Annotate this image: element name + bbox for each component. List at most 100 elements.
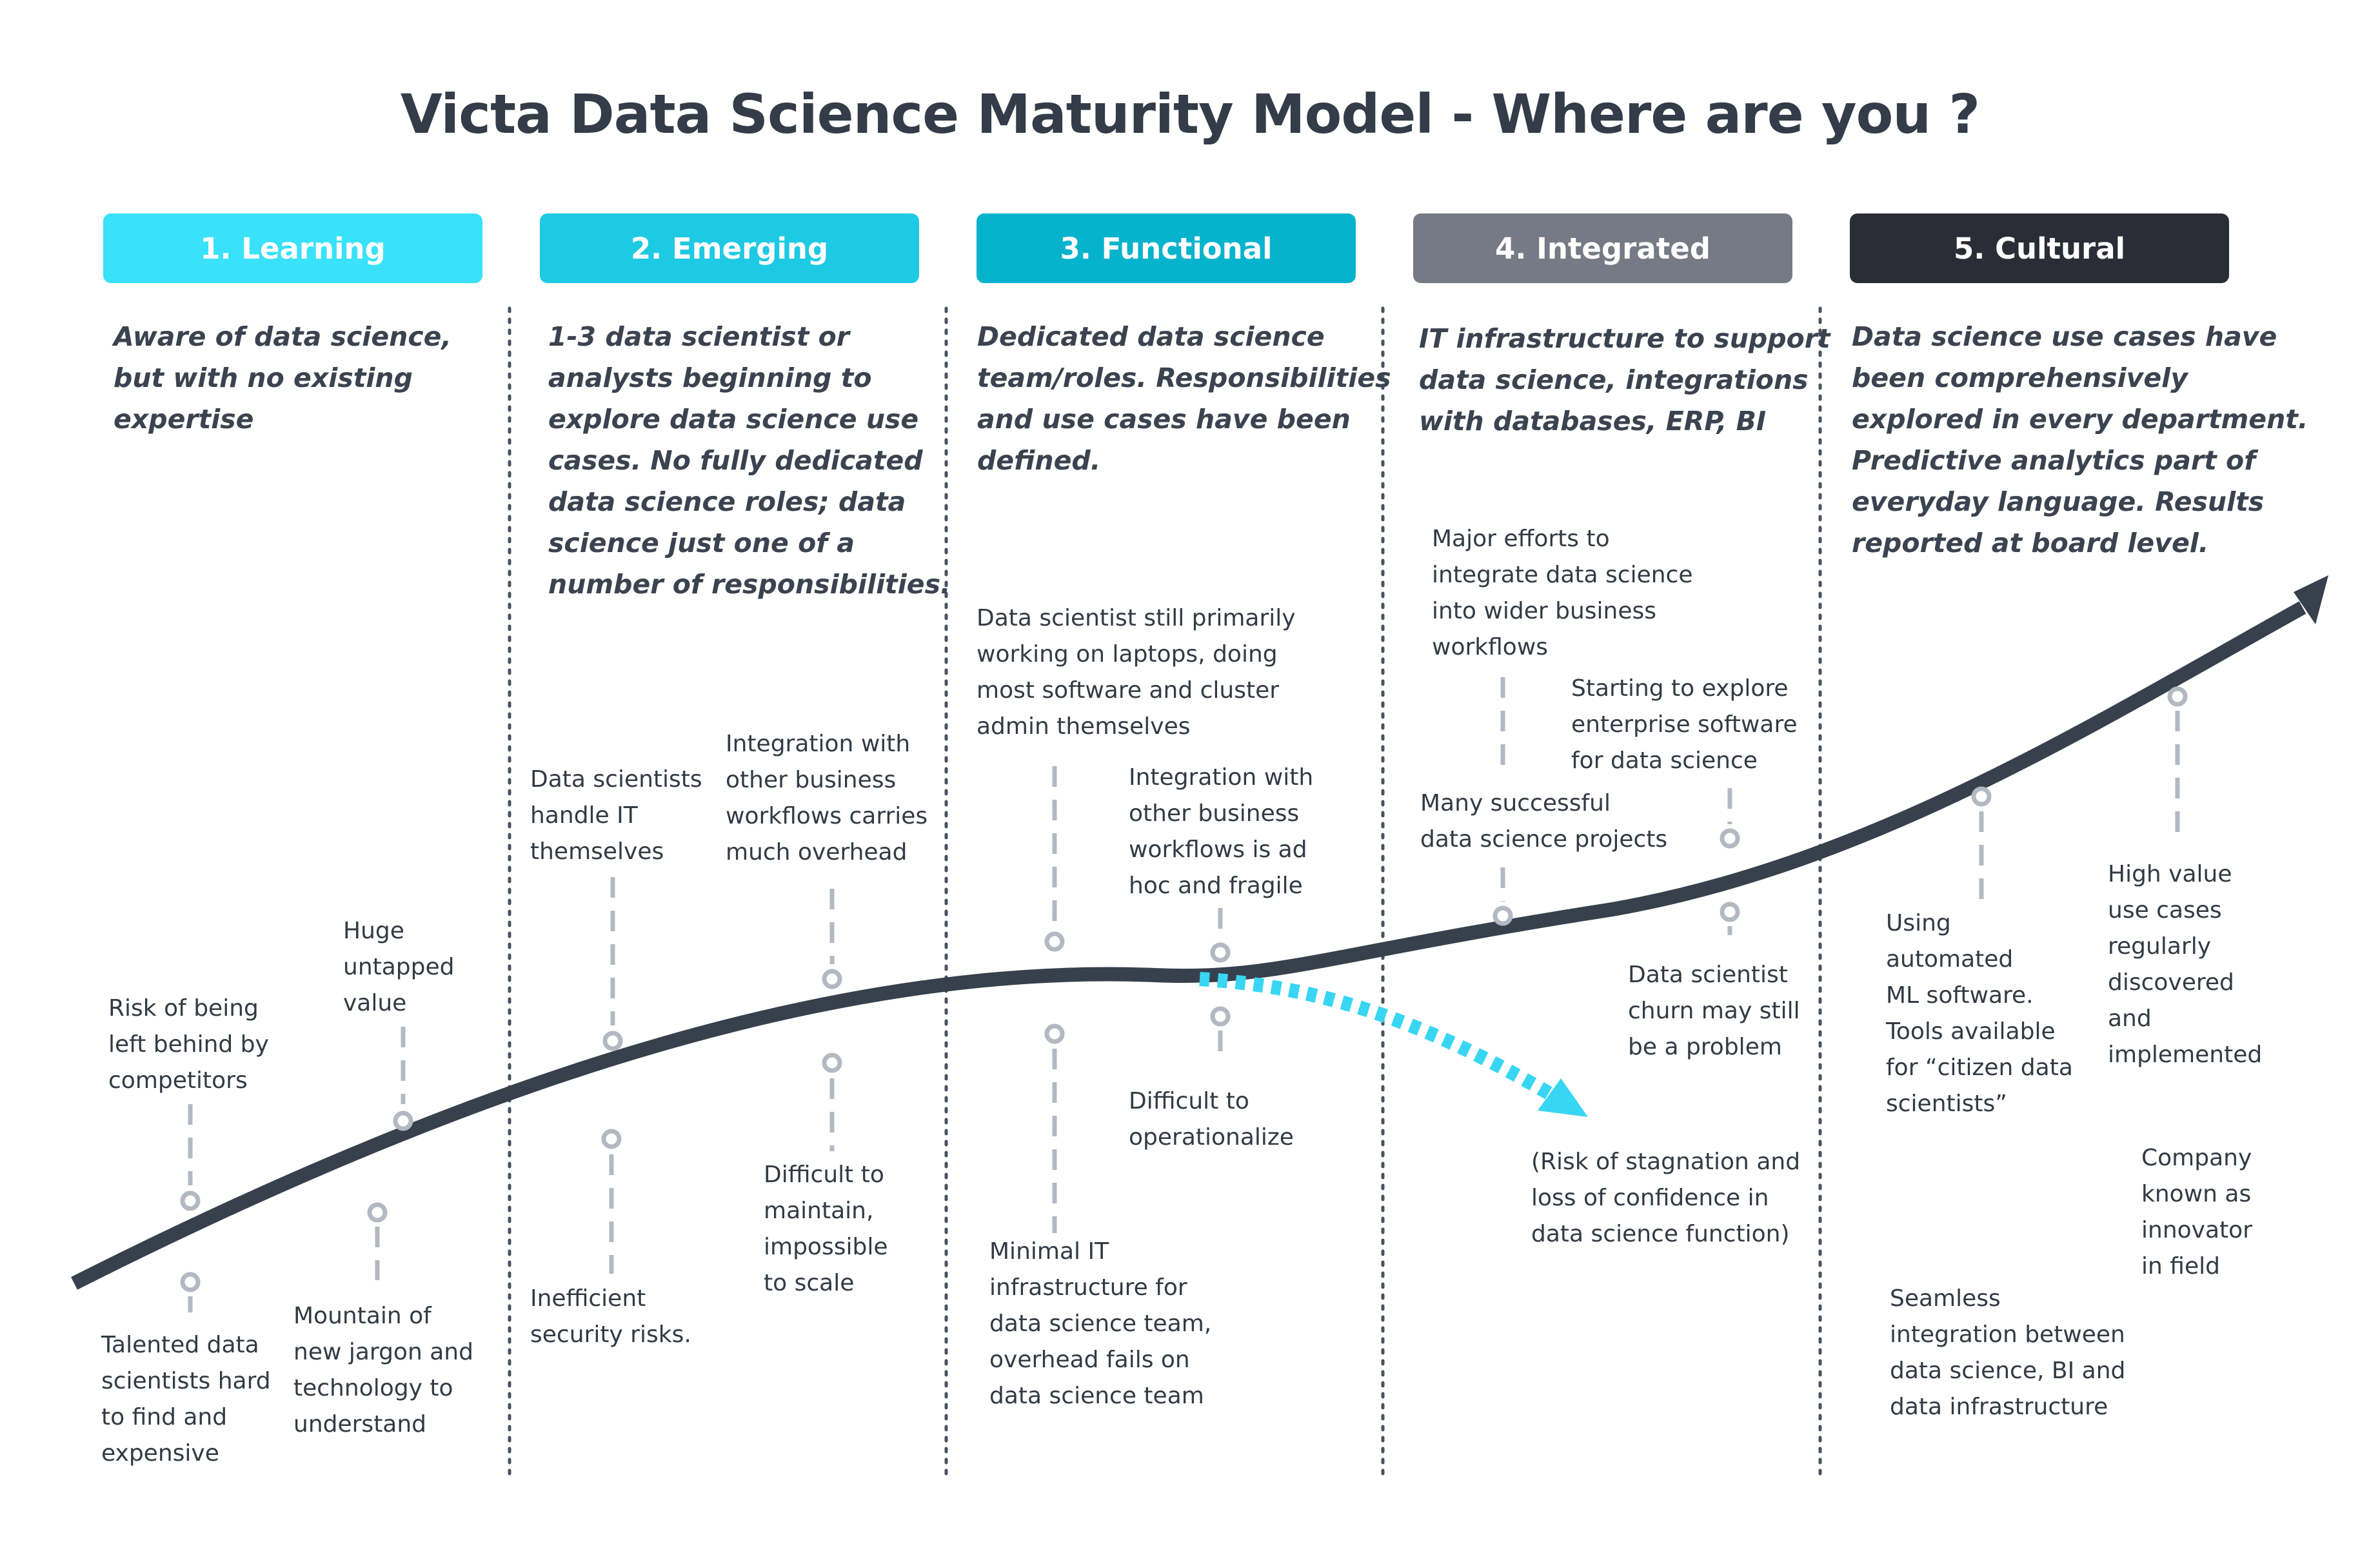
connector-5	[602, 877, 623, 1051]
note-line: data science function)	[1531, 1221, 1790, 1247]
note-line: High value	[2108, 861, 2232, 887]
connector-1	[180, 1104, 201, 1211]
description-line: explored in every department.	[1852, 404, 2308, 435]
note-line: Difficult to	[1129, 1088, 1249, 1114]
note-line: hoc and fragile	[1129, 873, 1303, 899]
stage-emerging-button[interactable]: 2. Emerging	[540, 213, 919, 283]
stage-functional-button[interactable]: 3. Functional	[977, 213, 1356, 283]
note-line: security risks.	[530, 1321, 691, 1348]
connector-7	[601, 1129, 622, 1274]
note-line: churn may still	[1628, 998, 1800, 1024]
maturity-curve	[71, 601, 2306, 1290]
note-line: much overhead	[726, 839, 907, 865]
description-line: everyday language. Results	[1852, 486, 2265, 517]
note-line: data science team,	[989, 1310, 1212, 1337]
note-line: loss of confidence in	[1531, 1185, 1769, 1211]
note-line: for “citizen data	[1886, 1054, 2073, 1081]
note-line: use cases	[2108, 897, 2222, 924]
note-line: Minimal IT	[989, 1238, 1109, 1265]
description-line: IT infrastructure to support	[1419, 323, 1830, 354]
note-line: admin themselves	[977, 713, 1191, 740]
note-laptops: Data scientist still primarily working o…	[977, 600, 1296, 745]
note-line: integrate data science	[1432, 562, 1693, 588]
note-line: Data scientist	[1628, 962, 1788, 988]
note-line: Integration with	[726, 731, 911, 757]
column-dividers	[508, 306, 1822, 1476]
note-line: enterprise software	[1571, 711, 1798, 738]
note-line: and	[2108, 1005, 2152, 1032]
note-line: workflows carries	[726, 803, 928, 829]
stage-cultural-button[interactable]: 5. Cultural	[1850, 213, 2229, 283]
description-line: expertise	[114, 404, 254, 435]
connector-14	[1720, 788, 1740, 849]
connector-9	[1044, 766, 1065, 952]
note-line: Major efforts to	[1432, 526, 1610, 552]
note-high-value-use-cases: High value use cases regularly discovere…	[2108, 856, 2262, 1073]
note-line: Many successful	[1420, 790, 1611, 816]
note-security-risks: Inefficient security risks.	[530, 1281, 691, 1353]
note-untapped-value: Huge untapped value	[343, 913, 455, 1022]
stage-learning-button[interactable]: 1. Learning	[103, 213, 482, 283]
note-line: Mountain of	[293, 1303, 431, 1329]
connector-4	[367, 1202, 388, 1280]
description-line: and use cases have been	[977, 404, 1351, 435]
page-title: Victa Data Science Maturity Model - Wher…	[400, 83, 1980, 146]
note-line: to find and	[101, 1404, 228, 1430]
connector-15	[1492, 867, 1513, 926]
stage-functional-description: Dedicated data science team/roles. Respo…	[977, 316, 1391, 481]
note-line: ML software.	[1886, 982, 2034, 1009]
description-line: Predictive analytics part of	[1852, 445, 2256, 476]
note-line: be a problem	[1628, 1034, 1782, 1060]
stage-integrated-button[interactable]: 4. Integrated	[1413, 213, 1792, 283]
growth-arrow-head	[2294, 575, 2328, 624]
note-line: Tools available	[1886, 1018, 2056, 1045]
note-line: most software and cluster	[977, 677, 1280, 704]
description-line: 1-3 data scientist or	[548, 321, 849, 352]
note-line: understand	[293, 1411, 427, 1438]
note-hard-to-operationalize: Difficult to operationalize	[1129, 1083, 1294, 1156]
connector-18	[1971, 786, 1992, 900]
note-line: integration between	[1890, 1321, 2125, 1348]
note-line: implemented	[2108, 1042, 2263, 1068]
description-line: with databases, ERP, BI	[1419, 406, 1767, 437]
note-line: to scale	[764, 1270, 855, 1296]
note-line: Huge	[343, 918, 404, 944]
note-line: operationalize	[1129, 1124, 1294, 1151]
note-line: Using	[1886, 910, 1951, 936]
note-enterprise-software: Starting to explore enterprise software …	[1571, 671, 1798, 779]
note-integration-fragile: Integration with other business workflow…	[1129, 760, 1313, 904]
note-jargon-mountain: Mountain of new jargon and technology to…	[293, 1298, 473, 1443]
connector-11	[1210, 1006, 1231, 1058]
description-line: been comprehensively	[1852, 362, 2188, 393]
note-talent-hard-to-find: Talented data scientists hard to find an…	[101, 1327, 271, 1472]
note-line: Inefficient	[530, 1285, 646, 1312]
description-line: data science roles; data	[548, 486, 906, 517]
description-line: science just one of a	[548, 528, 855, 559]
note-line: Data scientists	[530, 766, 702, 793]
note-minimal-it: Minimal IT infrastructure for data scien…	[989, 1234, 1211, 1414]
note-line: regularly	[2108, 933, 2211, 960]
note-line: other business	[726, 767, 897, 793]
description-line: explore data science use	[548, 404, 919, 435]
note-seamless-integration: Seamless integration between data scienc…	[1890, 1281, 2125, 1425]
note-line: left behind by	[108, 1031, 269, 1058]
note-line: infrastructure for	[989, 1274, 1187, 1301]
note-line: impossible	[764, 1234, 888, 1260]
description-line: team/roles. Responsibilities	[977, 362, 1391, 393]
description-line: but with no existing	[114, 362, 413, 393]
note-line: automated	[1886, 946, 2014, 973]
note-major-integration-efforts: Major efforts to integrate data science …	[1432, 521, 1693, 666]
stage-cultural-description: Data science use cases have been compreh…	[1852, 316, 2308, 564]
note-line: themselves	[530, 838, 664, 865]
note-churn-problem: Data scientist churn may still be a prob…	[1628, 957, 1800, 1065]
note-line: technology to	[293, 1375, 453, 1401]
note-line: into wider business	[1432, 598, 1656, 624]
note-line: value	[343, 990, 407, 1016]
connector-12	[1044, 1023, 1065, 1233]
note-line: competitors	[108, 1067, 248, 1094]
note-line: data infrastructure	[1890, 1394, 2108, 1420]
note-line: Risk of being	[108, 995, 259, 1022]
note-line: Talented data	[101, 1332, 259, 1358]
connector-6	[822, 889, 842, 989]
